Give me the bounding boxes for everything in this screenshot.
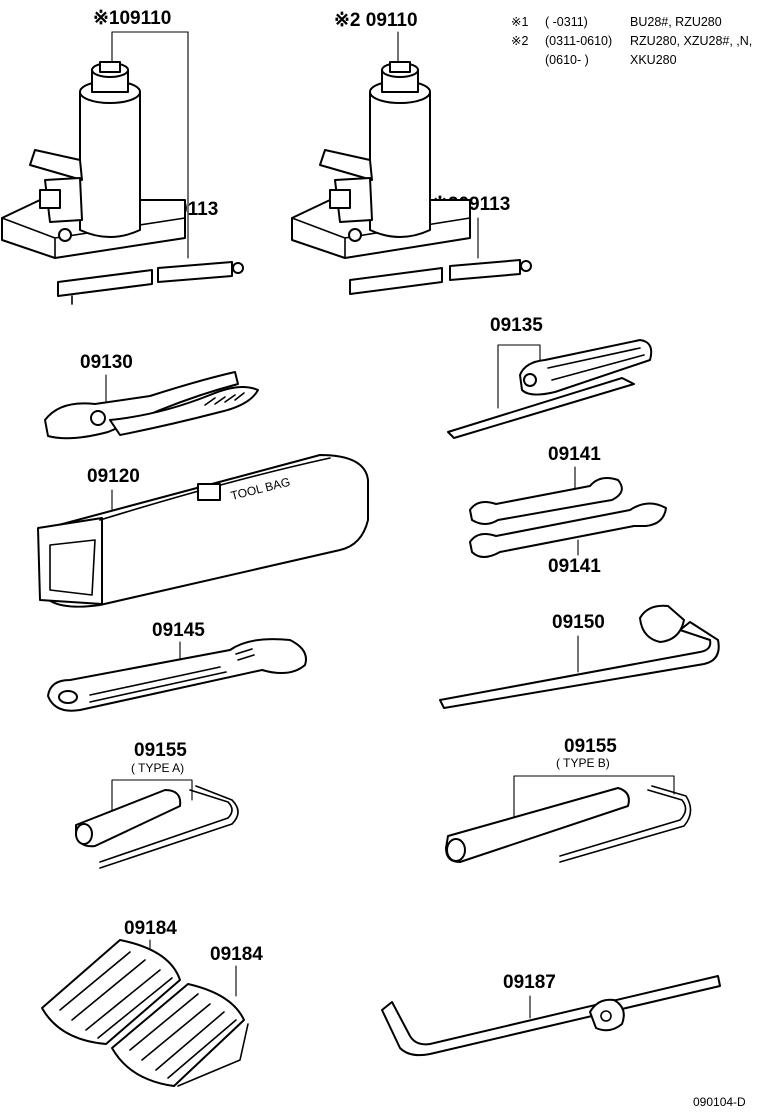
drawing-reference: 090104-D [693,1095,746,1109]
bottle-jack-1: ※109110 ※109113 [1,8,244,305]
adjustable-wrench: 09145 [47,620,307,712]
plug-wrench-b-socket [445,787,630,863]
label-adjustable-wrench: 09145 [152,620,205,641]
wrench-top [469,477,623,525]
note-3-models: XKU280 [630,53,677,67]
label-jack-handle-ext: 09187 [503,972,556,993]
chock-right [111,983,245,1087]
wheel-nut-wrench: 09150 [439,604,720,709]
label-jack-2: ※2 09110 [334,10,418,31]
label-chock-left: 09184 [124,918,177,939]
jack-1-handle-a [57,269,153,297]
note-2-range: (0311-0610) [545,34,612,48]
note-3-range: (0610- ) [545,53,589,67]
pliers: 09130 [44,352,259,440]
label-chock-right: 09184 [210,944,263,965]
label-plug-wrench-a-type: ( TYPE A) [131,761,184,775]
label-pliers: 09130 [80,352,133,373]
plug-wrench-b-bar [559,789,687,857]
jack-handle-ext-bar [381,975,721,1057]
wheel-nut-wrench-socket [639,604,685,643]
note-1-range: ( -0311) [545,15,588,29]
note-1-mark: ※1 [511,15,528,29]
tool-bag-body [39,454,369,608]
label-screwdriver: 09135 [490,315,543,336]
plug-wrench-type-b: 09155 ( TYPE B) [445,736,692,863]
open-end-wrenches: 09141 09141 [469,444,667,577]
label-tool-bag: 09120 [87,466,140,487]
plug-wrench-a-bar [99,789,233,863]
jack-1-cylinder [79,91,141,238]
chock-left [41,939,181,1045]
adjustable-wrench-body [47,638,307,712]
screwdriver: 09135 [447,315,653,439]
jack-2-handle-b [449,259,521,281]
bottle-jack-2: ※2 09110 ※209113 [291,10,532,295]
wrench-bottom [469,502,667,558]
label-wheel-nut-wrench: 09150 [552,612,605,633]
tool-bag: 09120 TOOL BAG [37,454,369,608]
label-plug-wrench-b: 09155 [564,736,617,757]
plug-wrench-type-a: 09155 ( TYPE A) [75,740,239,869]
note-1-models: BU28#, RZU280 [630,15,722,29]
jack-2-handle-a [349,267,443,295]
note-2-models: RZU280, XZU28#, ,N, [630,34,752,48]
model-notes: ※1 ( -0311) BU28#, RZU280 ※2 (0311-0610)… [511,15,752,67]
jack-1-handle-b [157,261,233,283]
screwdriver-handle [519,339,653,396]
label-wrench-bottom: 09141 [548,556,601,577]
jack-handle-extension: 09187 [381,972,721,1057]
label-plug-wrench-b-type: ( TYPE B) [556,756,610,770]
note-2-mark: ※2 [511,34,528,48]
label-plug-wrench-a: 09155 [134,740,187,761]
jack-2-cylinder [369,91,431,238]
wheel-nut-wrench-bar [439,621,720,709]
screwdriver-shaft [447,377,635,439]
label-wrench-top: 09141 [548,444,601,465]
label-jack-1: ※109110 [93,8,171,29]
wheel-chocks: 09184 09184 [41,918,263,1087]
